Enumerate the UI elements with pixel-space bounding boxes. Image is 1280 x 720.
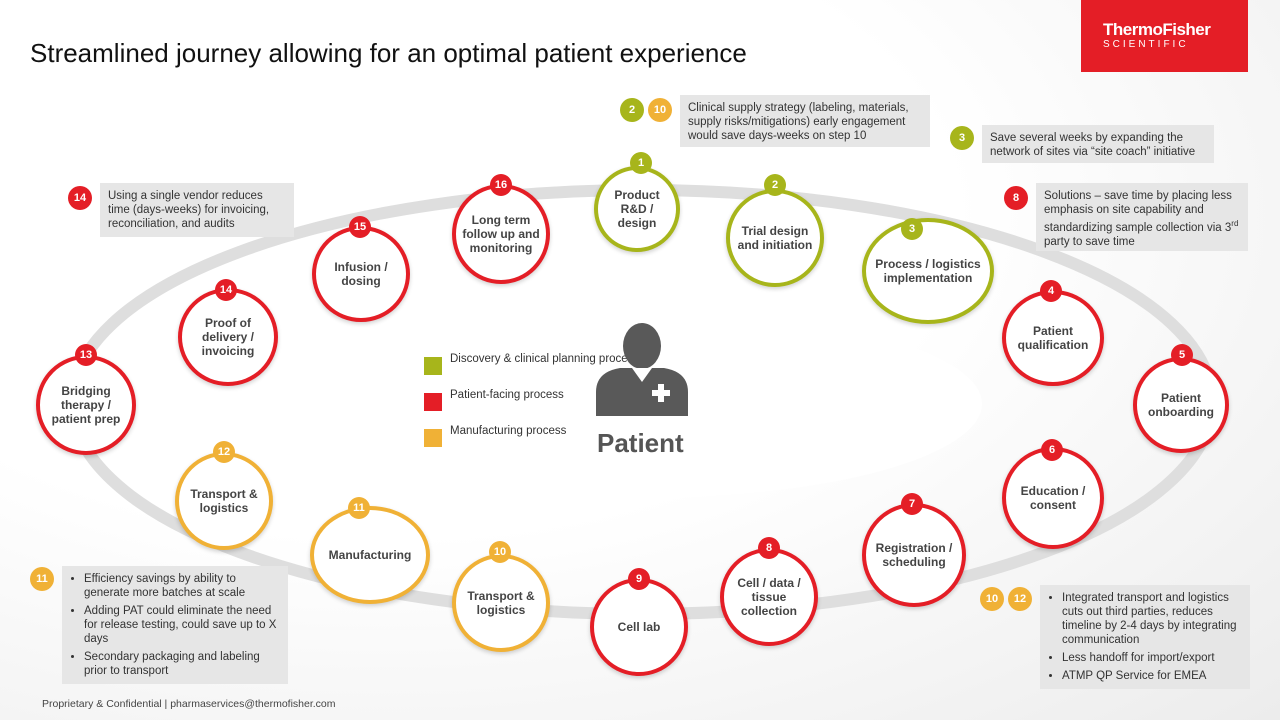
step-node-8: Cell / data / tissue collection <box>720 548 818 646</box>
legend-label: Discovery & clinical planning process <box>450 353 640 365</box>
step-badge-13: 13 <box>75 344 97 366</box>
legend-item-discovery: Discovery & clinical planning process <box>424 352 639 388</box>
thermofisher-logo: ThermoFisher SCIENTIFIC <box>1081 0 1248 72</box>
note-badge: 12 <box>1008 587 1032 611</box>
step-badge-1: 1 <box>630 152 652 174</box>
step-label: Education / consent <box>1020 484 1086 512</box>
legend-item-manufacturing: Manufacturing process <box>424 424 639 460</box>
step-badge-4: 4 <box>1040 280 1062 302</box>
legend: Discovery & clinical planning process Pa… <box>424 352 639 460</box>
note-badge: 10 <box>980 587 1004 611</box>
step-label: Manufacturing <box>328 548 412 562</box>
step-badge-9: 9 <box>628 568 650 590</box>
step-badge-8: 8 <box>758 537 780 559</box>
note-bullet: ATMP QP Service for EMEA <box>1062 669 1242 683</box>
step-label: Patient onboarding <box>1148 391 1214 419</box>
note-badge: 10 <box>648 98 672 122</box>
step-node-4: Patient qualification <box>1002 290 1104 386</box>
step-label: Cell / data / tissue collection <box>737 576 801 618</box>
step-label: Registration / scheduling <box>875 541 953 569</box>
step-label: Patient qualification <box>1017 324 1089 352</box>
step-badge-2: 2 <box>764 174 786 196</box>
patient-plus-icon <box>596 323 688 416</box>
note-bullet: Adding PAT could eliminate the need for … <box>84 604 280 646</box>
step-badge-16: 16 <box>490 174 512 196</box>
note-badge: 11 <box>30 567 54 591</box>
step-node-1: Product R&D / design <box>594 166 680 252</box>
note-badge: 3 <box>950 126 974 150</box>
step-label: Proof of delivery / invoicing <box>201 316 255 358</box>
step-badge-10: 10 <box>489 541 511 563</box>
note-site-coach: Save several weeks by expanding the netw… <box>982 125 1214 163</box>
center-patient-label: Patient <box>597 428 684 458</box>
step-label: Transport & logistics <box>467 589 535 617</box>
note-bullet: Integrated transport and logistics cuts … <box>1062 591 1242 647</box>
legend-swatch <box>424 429 442 447</box>
step-label: Product R&D / design <box>614 188 660 230</box>
step-label: Transport & logistics <box>190 487 258 515</box>
note-bullet: Secondary packaging and labeling prior t… <box>84 650 280 678</box>
note-sample-collection: Solutions – save time by placing less em… <box>1036 183 1248 251</box>
legend-item-patient: Patient-facing process <box>424 388 639 424</box>
step-badge-11: 11 <box>348 497 370 519</box>
step-node-12: Transport & logistics <box>175 452 273 550</box>
step-node-3: Process / logistics implementation <box>862 218 994 324</box>
note-badge: 2 <box>620 98 644 122</box>
step-label: Bridging therapy / patient prep <box>51 384 121 426</box>
note-badge: 14 <box>68 186 92 210</box>
step-badge-5: 5 <box>1171 344 1193 366</box>
step-badge-6: 6 <box>1041 439 1063 461</box>
footer: Proprietary & Confidential | pharmaservi… <box>42 698 336 710</box>
note-bullet: Less handoff for import/export <box>1062 651 1242 665</box>
step-badge-7: 7 <box>901 493 923 515</box>
note-supply-strategy: Clinical supply strategy (labeling, mate… <box>680 95 930 147</box>
step-node-5: Patient onboarding <box>1133 357 1229 453</box>
step-node-2: Trial design and initiation <box>726 189 824 287</box>
step-node-7: Registration / scheduling <box>862 503 966 607</box>
note-badge: 8 <box>1004 186 1028 210</box>
page-title: Streamlined journey allowing for an opti… <box>30 38 747 68</box>
step-badge-3: 3 <box>901 218 923 240</box>
note-bullet: Efficiency savings by ability to generat… <box>84 572 280 600</box>
step-badge-14: 14 <box>215 279 237 301</box>
legend-swatch <box>424 357 442 375</box>
step-label: Long term follow up and monitoring <box>462 213 540 255</box>
step-label: Infusion / dosing <box>334 260 388 288</box>
note-manufacturing-efficiency: Efficiency savings by ability to generat… <box>62 566 288 684</box>
step-node-14: Proof of delivery / invoicing <box>178 288 278 386</box>
legend-swatch <box>424 393 442 411</box>
step-node-10: Transport & logistics <box>452 554 550 652</box>
step-node-15: Infusion / dosing <box>312 226 410 322</box>
note-single-vendor: Using a single vendor reduces time (days… <box>100 183 294 237</box>
step-badge-12: 12 <box>213 441 235 463</box>
step-node-6: Education / consent <box>1002 447 1104 549</box>
step-node-9: Cell lab <box>590 578 688 676</box>
step-node-11: Manufacturing <box>310 506 430 604</box>
step-badge-15: 15 <box>349 216 371 238</box>
step-label: Cell lab <box>617 620 661 634</box>
step-node-13: Bridging therapy / patient prep <box>36 355 136 455</box>
legend-label: Manufacturing process <box>450 425 567 437</box>
step-label: Process / logistics implementation <box>875 257 981 285</box>
step-label: Trial design and initiation <box>737 224 813 252</box>
step-node-16: Long term follow up and monitoring <box>452 184 550 284</box>
note-integrated-transport: Integrated transport and logistics cuts … <box>1040 585 1250 689</box>
legend-label: Patient-facing process <box>450 389 564 401</box>
